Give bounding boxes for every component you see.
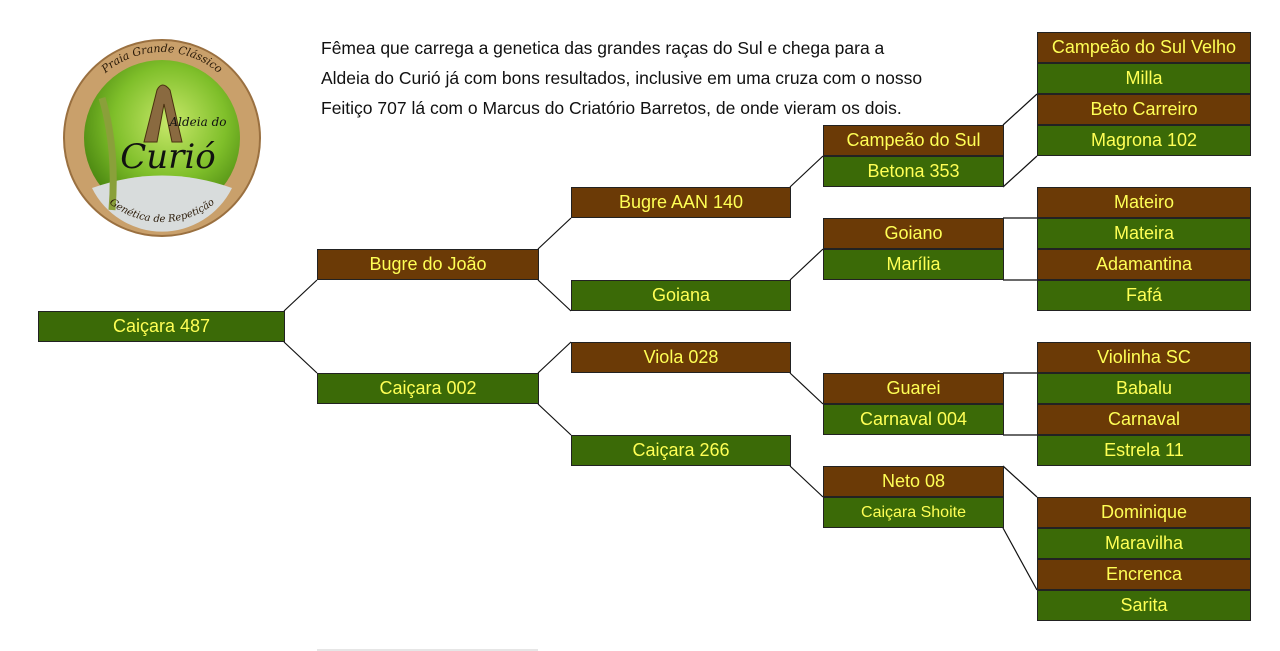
- pedigree-gen4-box: Fafá: [1037, 280, 1251, 311]
- pedigree-gen4-box: Estrela 11: [1037, 435, 1251, 466]
- pedigree-gen4-box: Dominique: [1037, 497, 1251, 528]
- pedigree-gen4-box: Campeão do Sul Velho: [1037, 32, 1251, 63]
- pedigree-gen2-box: Goiana: [571, 280, 791, 311]
- pedigree-subject: Caiçara 487: [38, 311, 285, 342]
- description-line: Feitiço 707 lá com o Marcus do Criatório…: [321, 98, 902, 118]
- aldeia-do-curio-logo: Praia Grande Clássico Genética de Repeti…: [63, 39, 261, 237]
- pedigree-gen4-box: Mateira: [1037, 218, 1251, 249]
- pedigree-gen4-box: Sarita: [1037, 590, 1251, 621]
- pedigree-gen2-box: Bugre AAN 140: [571, 187, 791, 218]
- pedigree-gen4-box: Babalu: [1037, 373, 1251, 404]
- pedigree-gen4-box: Magrona 102: [1037, 125, 1251, 156]
- description-text: Fêmea que carrega a genetica das grandes…: [321, 33, 1011, 123]
- pedigree-gen3-box: Campeão do Sul: [823, 125, 1004, 156]
- logo-brand-small: Aldeia do: [169, 115, 227, 129]
- description-line: Aldeia do Curió já com bons resultados, …: [321, 68, 923, 88]
- pedigree-gen4-box: Mateiro: [1037, 187, 1251, 218]
- pedigree-gen3-box: Guarei: [823, 373, 1004, 404]
- pedigree-gen3-box: Caiçara Shoite: [823, 497, 1004, 528]
- pedigree-gen3-box: Neto 08: [823, 466, 1004, 497]
- pedigree-dam: Caiçara 002: [317, 373, 539, 404]
- logo-brand-large: Curió: [120, 137, 216, 177]
- pedigree-gen4-box: Carnaval: [1037, 404, 1251, 435]
- pedigree-gen2-box: Caiçara 266: [571, 435, 791, 466]
- pedigree-gen4-box: Adamantina: [1037, 249, 1251, 280]
- pedigree-gen2-box: Viola 028: [571, 342, 791, 373]
- pedigree-gen3-box: Carnaval 004: [823, 404, 1004, 435]
- pedigree-gen4-box: Milla: [1037, 63, 1251, 94]
- description-line: Fêmea que carrega a genetica das grandes…: [321, 38, 885, 58]
- pedigree-gen3-box: Betona 353: [823, 156, 1004, 187]
- pedigree-gen3-box: Marília: [823, 249, 1004, 280]
- pedigree-sire: Bugre do João: [317, 249, 539, 280]
- pedigree-gen4-box: Maravilha: [1037, 528, 1251, 559]
- pedigree-gen4-box: Encrenca: [1037, 559, 1251, 590]
- pedigree-gen3-box: Goiano: [823, 218, 1004, 249]
- pedigree-gen4-box: Beto Carreiro: [1037, 94, 1251, 125]
- pedigree-gen4-box: Violinha SC: [1037, 342, 1251, 373]
